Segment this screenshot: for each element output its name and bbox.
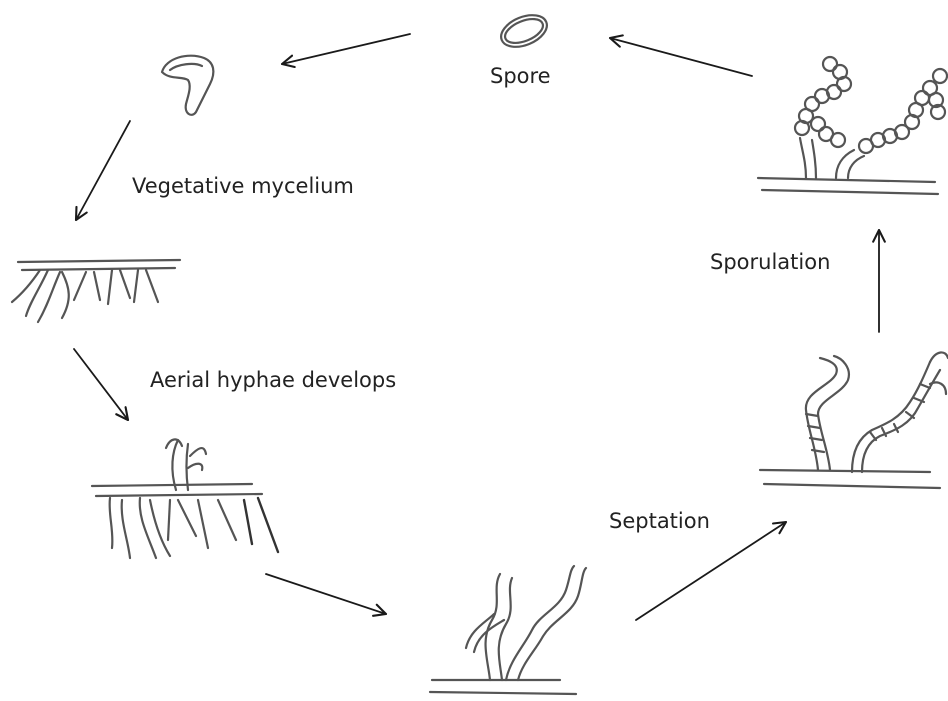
spore-chain-left [795,57,851,147]
arrow-sporulation-to-spore [610,38,752,76]
arrow-vegetative-to-aerial [74,349,128,420]
sporulation-drawing [758,57,947,194]
label-aerial-hyphae: Aerial hyphae develops [150,370,396,391]
germinating-spore-drawing [162,56,213,115]
label-septation: Septation [609,511,710,532]
arrow-aerial-to-elongation [266,574,386,614]
arrow-germination-to-vegetative [76,121,130,220]
label-vegetative-mycelium: Vegetative mycelium [132,176,354,197]
spore-drawing [497,9,552,53]
septation-drawing [760,352,948,488]
arrow-spore-to-germination [282,34,410,64]
label-spore: Spore [490,66,551,87]
label-sporulation: Sporulation [710,252,830,273]
spore-chain-right [859,69,947,153]
arrow-elongation-to-septation [636,522,786,620]
vegetative-mycelium-drawing [12,260,180,322]
elongated-hyphae-drawing [430,566,586,694]
aerial-hyphae-drawing [92,439,278,558]
